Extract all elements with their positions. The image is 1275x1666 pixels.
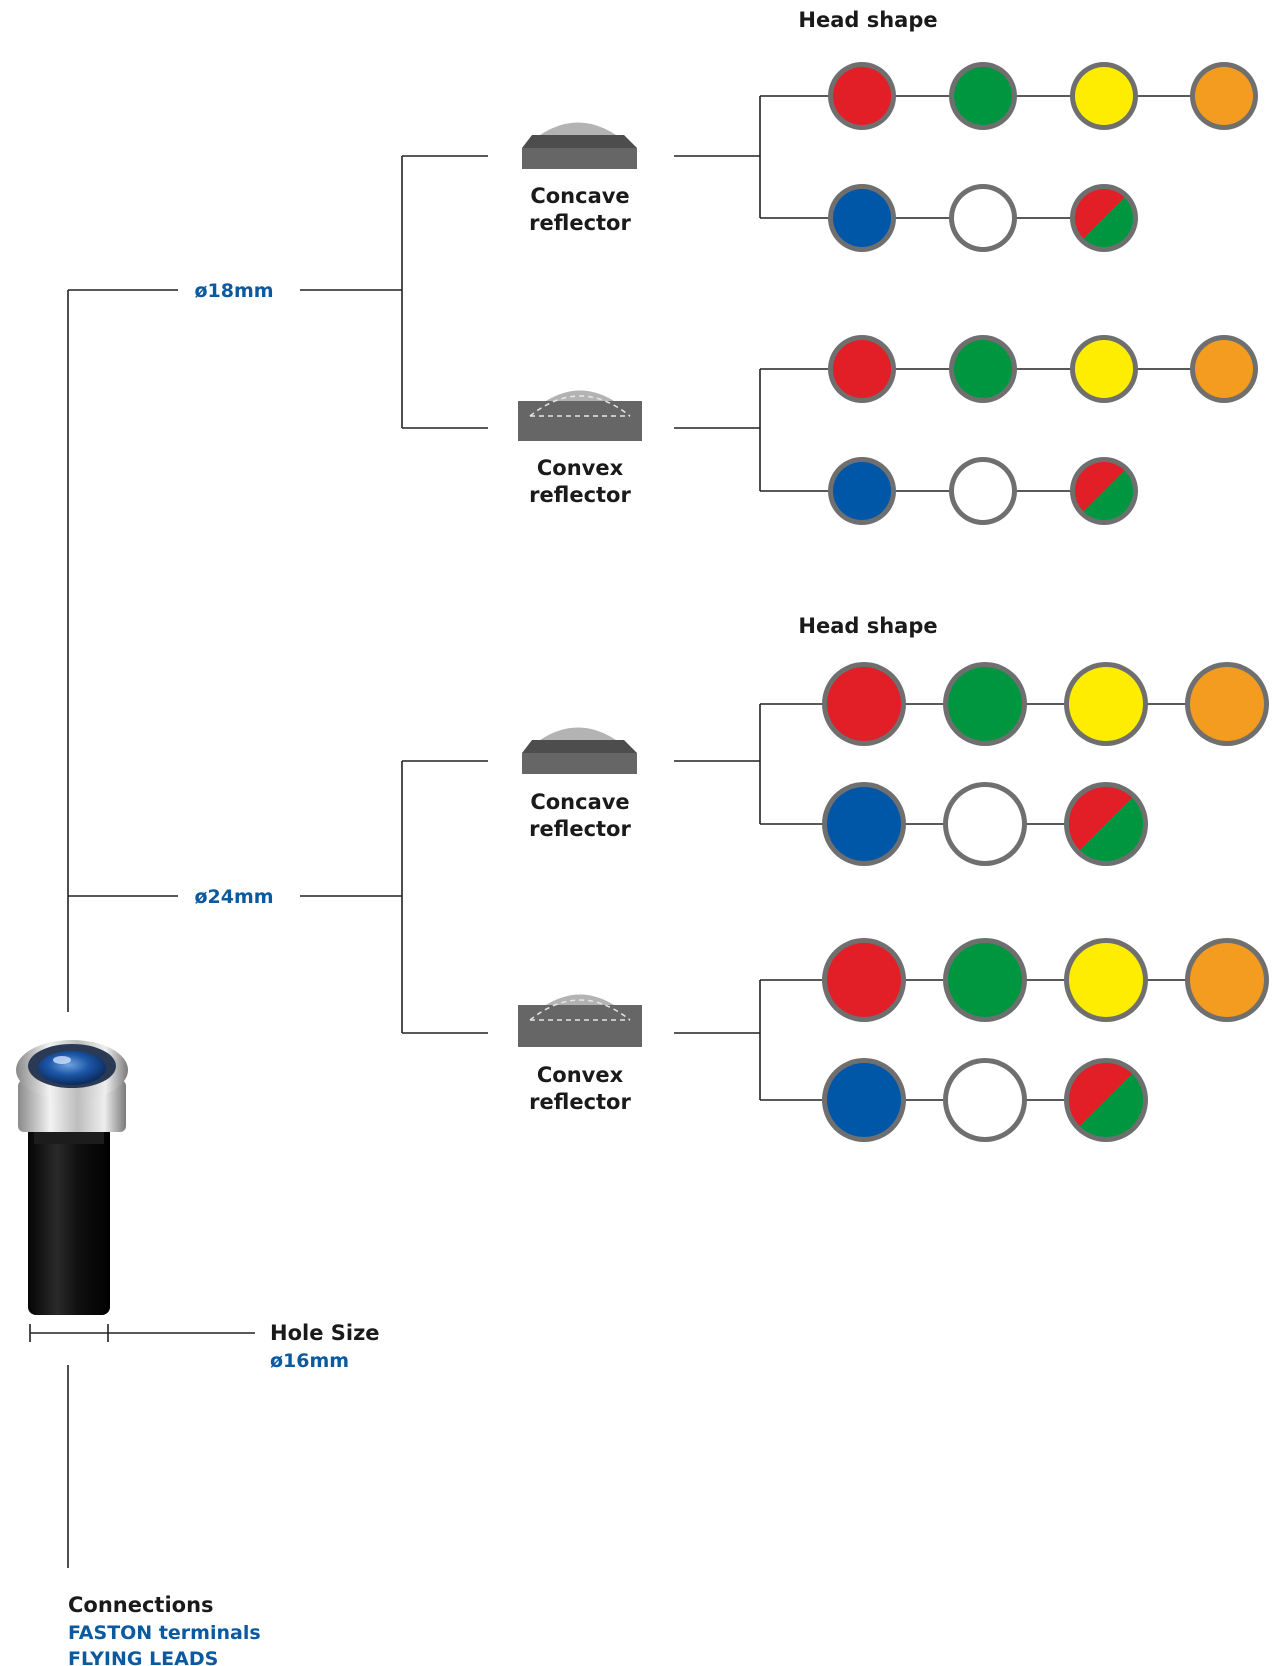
red-head-swatch	[828, 335, 896, 403]
hole-size-dimension	[29, 1324, 255, 1342]
reflector-label: reflector	[529, 1090, 631, 1114]
size-label-18mm: ø18mm	[194, 280, 273, 302]
hole-size-label: Hole Size	[270, 1321, 380, 1345]
head-shape-label-bottom: Head shape	[798, 614, 937, 638]
concave-reflector-icon	[522, 122, 637, 169]
blue-head-swatch	[822, 1058, 906, 1142]
reflector-label: Concave	[530, 790, 629, 814]
green-head-swatch	[949, 62, 1017, 130]
red-head-swatch	[828, 62, 896, 130]
white-head-swatch	[943, 782, 1027, 866]
yellow-head-swatch	[1070, 335, 1138, 403]
reflector-label: reflector	[529, 483, 631, 507]
orange-head-swatch	[1190, 335, 1258, 403]
green-head-swatch	[949, 335, 1017, 403]
pilot-light-image	[16, 1040, 128, 1315]
red-green-head-swatch	[1070, 457, 1138, 525]
yellow-head-swatch	[1064, 938, 1148, 1022]
connections-label: Connections	[68, 1593, 214, 1617]
concave-reflector-icon	[522, 727, 637, 774]
head-swatches	[674, 62, 1269, 1142]
orange-head-swatch	[1185, 938, 1269, 1022]
blue-head-swatch	[828, 184, 896, 252]
convex-reflector-icon	[518, 994, 642, 1047]
blue-head-swatch	[828, 457, 896, 525]
orange-head-swatch	[1190, 62, 1258, 130]
connection-option: FLYING LEADS	[68, 1648, 218, 1666]
green-head-swatch	[943, 938, 1027, 1022]
reflector-label: Convex	[537, 1063, 624, 1087]
reflector-label: reflector	[529, 211, 631, 235]
main-tree-lines	[67, 155, 488, 1034]
red-green-head-swatch	[1064, 782, 1148, 866]
white-head-swatch	[943, 1058, 1027, 1142]
red-green-head-swatch	[1064, 1058, 1148, 1142]
green-head-swatch	[943, 662, 1027, 746]
convex-reflector-icon	[518, 390, 642, 441]
head-shape-label-top: Head shape	[798, 8, 937, 32]
red-green-head-swatch	[1070, 184, 1138, 252]
white-head-swatch	[949, 457, 1017, 525]
red-head-swatch	[822, 938, 906, 1022]
yellow-head-swatch	[1070, 62, 1138, 130]
size-label-24mm: ø24mm	[194, 886, 273, 908]
reflector-label: Concave	[530, 184, 629, 208]
orange-head-swatch	[1185, 662, 1269, 746]
blue-head-swatch	[822, 782, 906, 866]
hole-size-value: ø16mm	[270, 1350, 349, 1372]
reflector-label: Convex	[537, 456, 624, 480]
reflector-label: reflector	[529, 817, 631, 841]
yellow-head-swatch	[1064, 662, 1148, 746]
red-head-swatch	[822, 662, 906, 746]
connection-option: FASTON terminals	[68, 1622, 261, 1644]
white-head-swatch	[949, 184, 1017, 252]
